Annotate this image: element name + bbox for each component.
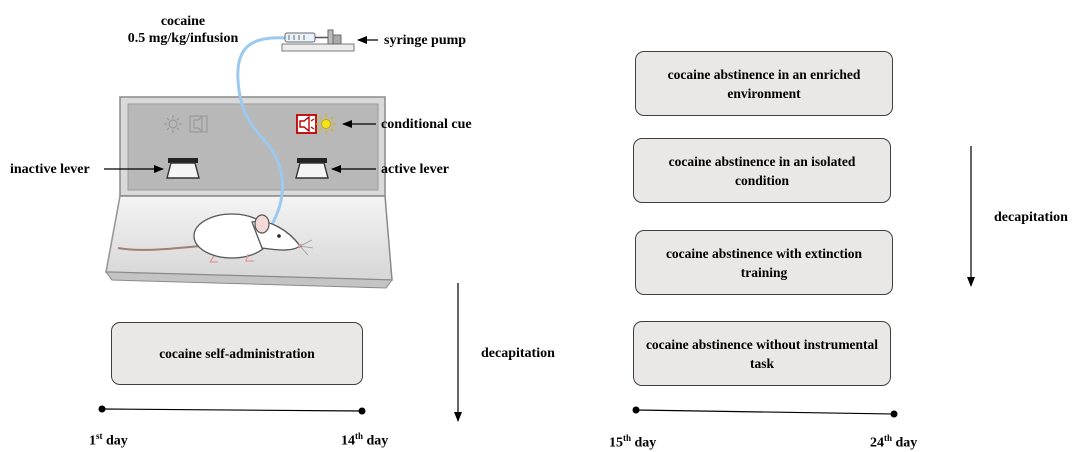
syringe-pump-shape bbox=[281, 29, 355, 52]
dose-label: 0.5 mg/kg/infusion bbox=[127, 31, 239, 46]
self-administration-label: cocaine self-administration bbox=[159, 346, 315, 361]
drug-label: cocaine bbox=[160, 14, 206, 29]
chamber-back-wall bbox=[119, 96, 386, 197]
condition-no-task-box: cocaine abstinence without instrumental … bbox=[633, 321, 891, 386]
rat-illustration bbox=[117, 213, 314, 263]
day-14-label: 14th day bbox=[341, 431, 389, 449]
infusion-tube bbox=[236, 36, 287, 229]
infusion-label: cocaine 0.5 mg/kg/infusion bbox=[118, 13, 248, 47]
phase2-timeline bbox=[632, 406, 898, 418]
day-15-label: 15th day bbox=[609, 433, 657, 451]
day-24-label: 24th day bbox=[870, 433, 918, 451]
phase1-decapitation-label: decapitation bbox=[481, 346, 555, 361]
condition-isolated-box: cocaine abstinence in an isolated condit… bbox=[633, 138, 891, 203]
phase2-decapitation-label: decapitation bbox=[994, 210, 1068, 225]
condition-extinction-box: cocaine abstinence with extinction train… bbox=[635, 230, 893, 295]
condition-enriched-box: cocaine abstinence in an enriched enviro… bbox=[635, 51, 893, 116]
active-lever-label: active lever bbox=[381, 162, 450, 177]
inactive-lever-shape bbox=[166, 158, 200, 179]
syringe-pump-label: syringe pump bbox=[384, 33, 467, 48]
phase1-timeline bbox=[98, 405, 366, 415]
conditional-cue-icons bbox=[296, 114, 336, 134]
active-lever-shape bbox=[295, 158, 329, 179]
conditional-cue-label: conditional cue bbox=[381, 117, 472, 132]
self-administration-box: cocaine self-administration bbox=[111, 322, 363, 385]
inactive-cue-icons bbox=[164, 115, 208, 133]
day-1-label: 1st day bbox=[89, 431, 128, 449]
inactive-lever-label: inactive lever bbox=[10, 162, 90, 177]
